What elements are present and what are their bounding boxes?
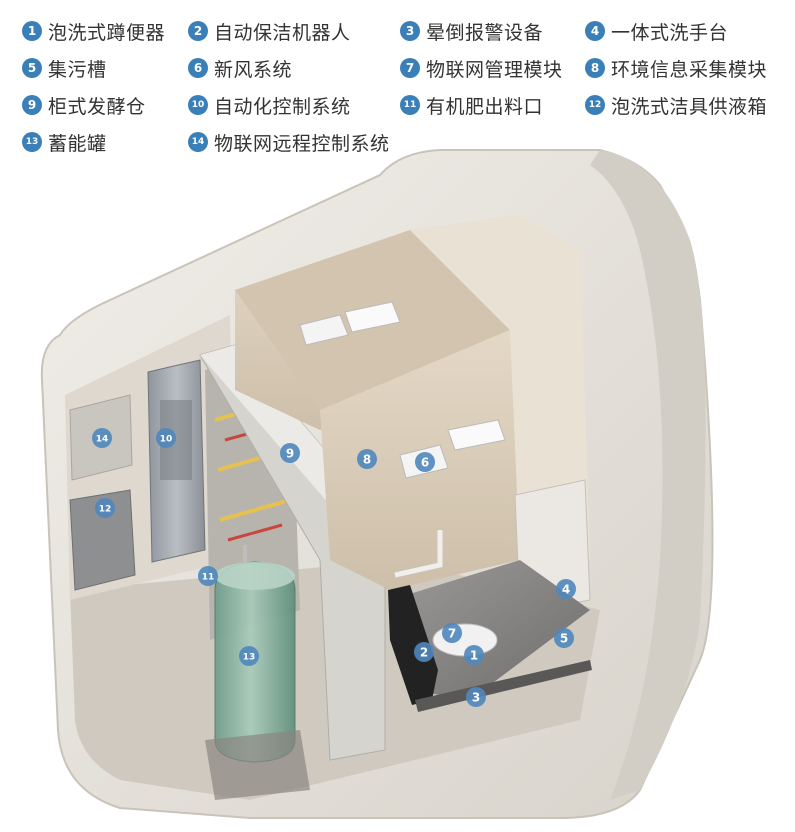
legend-item-9: 9 柜式发酵仓 [22,92,146,118]
marker-label: 9 [286,447,294,461]
grab-bar [394,530,443,578]
marker-label: 13 [243,653,256,663]
legend-label: 有机肥出料口 [426,95,544,118]
legend-number: 8 [585,58,605,78]
marker-5: 5 [554,628,574,648]
legend-label: 晕倒报警设备 [426,21,544,44]
legend-number: 3 [400,21,420,41]
marker-11: 11 [198,566,218,586]
legend-label: 环境信息采集模块 [611,58,768,81]
legend-label: 集污槽 [48,58,107,81]
marker-label: 3 [472,691,480,705]
legend-number: 11 [400,95,420,115]
legend-item-11: 11 有机肥出料口 [400,92,543,118]
marker-6: 6 [415,452,435,472]
marker-12: 12 [95,498,115,518]
legend-label: 物联网远程控制系统 [214,132,390,155]
cabin-shell-side [590,150,706,800]
legend: 1 泡洗式蹲便器 2 自动保洁机器人 3 晕倒报警设备 4 一体式洗手台 5 集… [0,0,795,165]
legend-item-14: 14 物联网远程控制系统 [188,129,390,155]
ceiling-light [344,301,401,333]
legend-number: 14 [188,132,208,152]
marker-13: 13 [239,646,259,666]
legend-label: 柜式发酵仓 [48,95,146,118]
restroom-right-wall [410,215,590,560]
legend-label: 蓄能罐 [48,132,107,155]
legend-number: 9 [22,95,42,115]
legend-number: 7 [400,58,420,78]
legend-item-3: 3 晕倒报警设备 [400,18,543,44]
marker-label: 11 [202,573,215,583]
legend-item-8: 8 环境信息采集模块 [585,55,767,81]
marker-7: 7 [442,623,462,643]
marker-label: 1 [470,649,478,663]
marker-2: 2 [414,642,434,662]
legend-item-2: 2 自动保洁机器人 [188,18,351,44]
legend-item-12: 12 泡洗式洁具供液箱 [585,92,767,118]
marker-label: 7 [448,627,456,641]
marker-14: 14 [92,428,112,448]
marker-label: 5 [560,632,568,646]
cleaning-robot [388,585,438,705]
legend-label: 泡洗式蹲便器 [48,21,166,44]
ceiling-vent [299,314,349,346]
legend-label: 自动保洁机器人 [214,21,351,44]
marker-8: 8 [357,449,377,469]
legend-number: 12 [585,95,605,115]
legend-number: 10 [188,95,208,115]
marker-3: 3 [466,687,486,707]
legend-label: 物联网管理模块 [426,58,563,81]
marker-10: 10 [156,428,176,448]
alarm-floor-strip [415,660,592,712]
legend-number: 6 [188,58,208,78]
marker-label: 8 [363,453,371,467]
marker-9: 9 [280,443,300,463]
legend-number: 1 [22,21,42,41]
legend-label: 泡洗式洁具供液箱 [611,95,768,118]
legend-number: 5 [22,58,42,78]
legend-number: 4 [585,21,605,41]
legend-item-10: 10 自动化控制系统 [188,92,351,118]
legend-item-13: 13 蓄能罐 [22,129,107,155]
legend-label: 自动化控制系统 [214,95,351,118]
marker-label: 2 [420,646,428,660]
marker-4: 4 [556,579,576,599]
legend-label: 新风系统 [214,58,293,81]
legend-item-7: 7 物联网管理模块 [400,55,563,81]
legend-number: 2 [188,21,208,41]
marker-1: 1 [464,645,484,665]
legend-item-1: 1 泡洗式蹲便器 [22,18,165,44]
marker-label: 14 [96,435,109,445]
marker-label: 10 [160,435,173,445]
marker-label: 12 [99,505,112,515]
legend-number: 13 [22,132,42,152]
legend-item-6: 6 新风系统 [188,55,292,81]
liquid-supply-box [69,489,136,591]
legend-item-5: 5 集污槽 [22,55,107,81]
marker-label: 4 [562,583,570,597]
marker-label: 6 [421,456,429,470]
legend-label: 一体式洗手台 [611,21,729,44]
legend-item-4: 4 一体式洗手台 [585,18,728,44]
tank-base [205,730,310,800]
wall-light [447,419,506,451]
